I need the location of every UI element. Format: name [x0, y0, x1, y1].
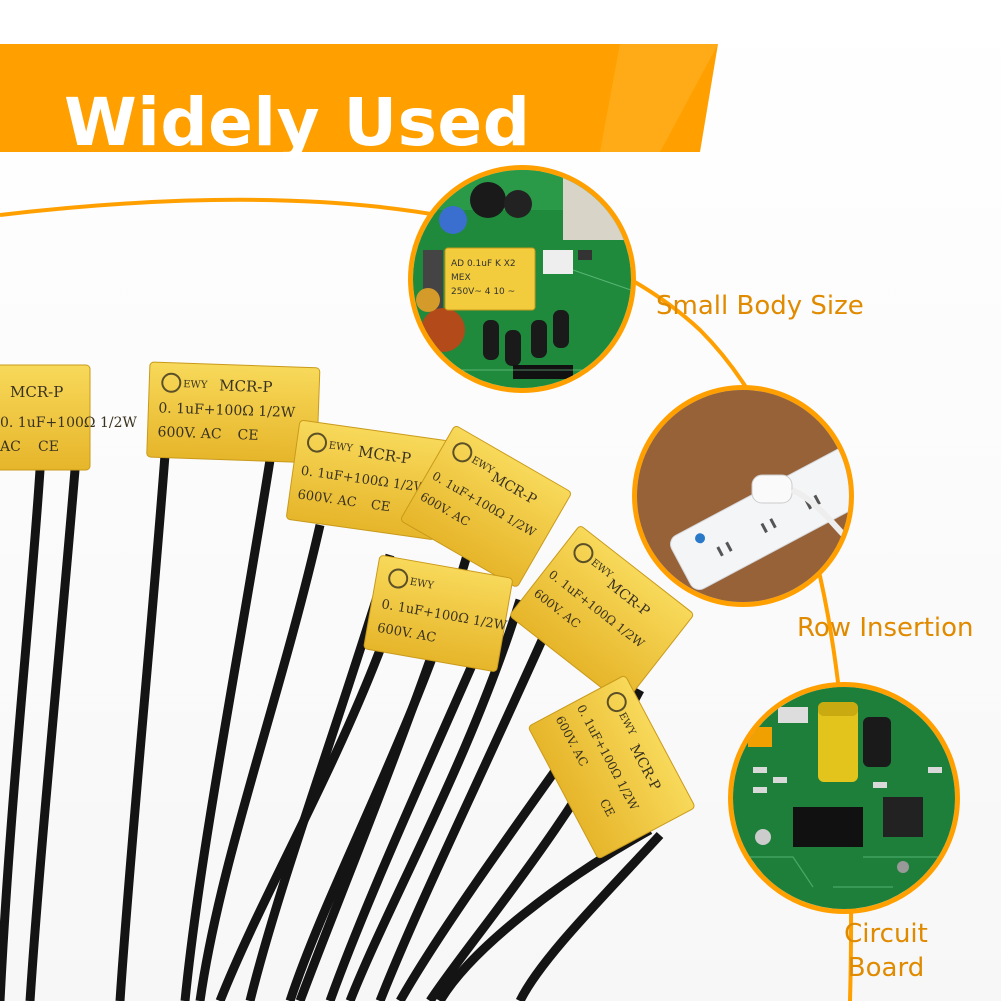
label-circuit-board: Circuit Board: [828, 918, 944, 986]
capacitor-model: MCR-P: [219, 376, 273, 396]
capacitor-4: EWY MCR-P 0. 1uF+100Ω 1/2W 600V. AC: [400, 425, 571, 587]
label-small-body-size: Small Body Size: [656, 291, 864, 321]
circuit-board-circle: [728, 682, 960, 914]
pcb-component-text-3: 250V~ 4 10 ~: [451, 287, 515, 297]
capacitor-2: EWY MCR-P 0. 1uF+100Ω 1/2W 600V. AC CE: [146, 361, 321, 464]
circuit-board-image: [733, 687, 955, 909]
capacitor-cert: CE: [370, 498, 391, 516]
banner-shape: [0, 44, 718, 152]
power-strip-image: [637, 390, 849, 602]
title-banner: Widely Used: [0, 44, 718, 156]
capacitor-cert: CE: [237, 427, 258, 444]
banner-title: Widely Used: [64, 84, 531, 161]
capacitor-6: EWY MCR-P 0. 1uF+100Ω 1/2W 600V. AC: [510, 526, 694, 704]
capacitor-brand: EWY: [328, 440, 354, 454]
pcb-component-text-1: AD 0.1uF K X2: [451, 259, 516, 269]
label-circuit-board-line1: Circuit: [844, 919, 928, 949]
label-circuit-board-line2: Board: [847, 952, 925, 983]
power-strip-circle: [632, 385, 854, 607]
capacitor-spec: 0. 1uF+100Ω 1/2W: [0, 415, 137, 431]
capacitor-5: EWY 0. 1uF+100Ω 1/2W 600V. AC: [363, 555, 513, 672]
pcb-closeup-image: AD 0.1uF K X2 MEX 250V~ 4 10 ~: [413, 170, 631, 388]
capacitor-brand: EWY: [183, 379, 208, 391]
pcb-closeup-circle: AD 0.1uF K X2 MEX 250V~ 4 10 ~: [408, 165, 636, 393]
capacitor-spec: 0. 1uF+100Ω 1/2W: [158, 400, 296, 421]
pcb-component-text-2: MEX: [451, 273, 471, 283]
capacitor-model: MCR-P: [10, 383, 63, 401]
capacitor-7: EWY MCR-P 0. 1uF+100Ω 1/2W 600V. AC CE: [528, 675, 695, 859]
capacitor-1: MCR-P 0. 1uF+100Ω 1/2W AC CE: [0, 364, 137, 471]
svg-text:AC: AC: [0, 439, 21, 455]
capacitor-cert: CE: [38, 439, 59, 455]
capacitor-brand: EWY: [409, 577, 435, 592]
wires: [0, 454, 664, 1001]
label-row-insertion: Row Insertion: [797, 613, 974, 643]
capacitor-voltage: 600V. AC: [157, 424, 222, 442]
